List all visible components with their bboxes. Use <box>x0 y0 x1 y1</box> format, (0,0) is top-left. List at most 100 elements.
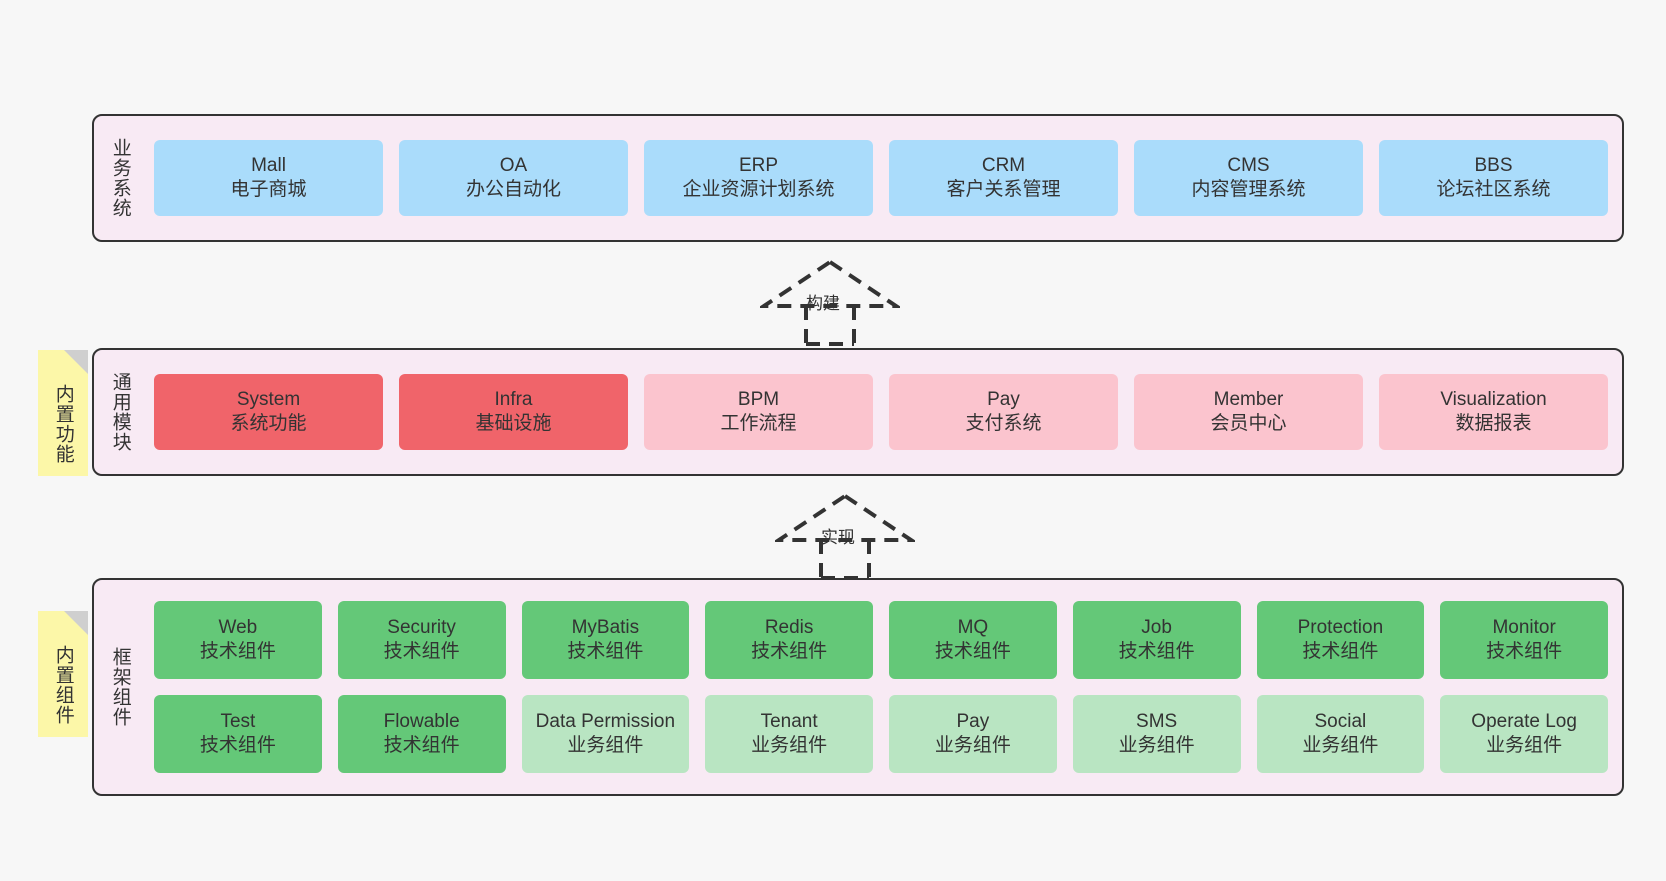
layer-business-systems: 业务系统 Mall 电子商城 OA 办公自动化 ERP 企业资源计划系统 CRM… <box>92 114 1624 242</box>
node-subtitle: 技术组件 <box>751 641 828 662</box>
node-title: Infra <box>494 388 533 410</box>
node-title: System <box>236 388 301 410</box>
layer-framework-components: 框架组件 Web 技术组件 Security 技术组件 MyBatis 技术组件… <box>92 578 1624 796</box>
node-subtitle: 技术组件 <box>934 641 1011 662</box>
node-subtitle: 电子商城 <box>230 179 307 200</box>
layer-title-framework-components: 框架组件 <box>109 647 131 727</box>
node-title: CRM <box>981 154 1026 176</box>
node-title: Pay <box>987 388 1020 410</box>
node-mall[interactable]: Mall 电子商城 <box>154 140 383 216</box>
note-builtin-components: 内置组件 <box>38 611 88 737</box>
node-mq[interactable]: MQ 技术组件 <box>889 601 1057 679</box>
node-title: BPM <box>737 388 780 410</box>
node-subtitle: 业务组件 <box>751 735 828 756</box>
node-sms[interactable]: SMS 业务组件 <box>1072 695 1241 773</box>
node-subtitle: 技术组件 <box>567 641 644 662</box>
node-subtitle: 技术组件 <box>1486 641 1563 662</box>
layer-body-common-modules: System 系统功能 Infra 基础设施 BPM 工作流程 Pay 支付系统… <box>140 350 1622 474</box>
node-title: Test <box>220 710 256 732</box>
layer-title-business-systems: 业务系统 <box>109 138 131 218</box>
node-title: MQ <box>957 616 989 638</box>
node-subtitle: 业务组件 <box>1118 735 1195 756</box>
node-title: Pay <box>956 710 990 732</box>
node-tenant[interactable]: Tenant 业务组件 <box>705 695 873 773</box>
node-subtitle: 论坛社区系统 <box>1436 179 1551 200</box>
cell-row: Web 技术组件 Security 技术组件 MyBatis 技术组件 Redi… <box>154 601 1608 679</box>
node-title: Mall <box>251 154 286 176</box>
node-job[interactable]: Job 技术组件 <box>1072 601 1241 679</box>
node-title: Protection <box>1297 616 1384 638</box>
note-fold-corner <box>64 611 88 635</box>
node-monitor[interactable]: Monitor 技术组件 <box>1440 601 1608 679</box>
node-title: OA <box>499 154 528 176</box>
node-title: Social <box>1314 710 1367 732</box>
node-title: MyBatis <box>571 616 640 638</box>
layer-common-modules: 通用模块 System 系统功能 Infra 基础设施 BPM 工作流程 Pay… <box>92 348 1624 476</box>
node-title: Operate Log <box>1471 710 1577 732</box>
node-title: Tenant <box>760 710 818 732</box>
note-builtin-features: 内置功能 <box>38 350 88 476</box>
node-subtitle: 基础设施 <box>475 413 552 434</box>
node-data-permission[interactable]: Data Permission 业务组件 <box>521 695 690 773</box>
node-operate-log[interactable]: Operate Log 业务组件 <box>1440 695 1608 773</box>
node-subtitle: 业务组件 <box>567 735 644 756</box>
node-social[interactable]: Social 业务组件 <box>1256 695 1425 773</box>
node-bpm[interactable]: BPM 工作流程 <box>644 374 873 450</box>
node-title: Security <box>387 616 456 638</box>
node-cms[interactable]: CMS 内容管理系统 <box>1134 140 1363 216</box>
node-security[interactable]: Security 技术组件 <box>337 601 506 679</box>
cell-row: Mall 电子商城 OA 办公自动化 ERP 企业资源计划系统 CRM 客户关系… <box>154 140 1608 216</box>
node-crm[interactable]: CRM 客户关系管理 <box>889 140 1118 216</box>
node-pay-business[interactable]: Pay 业务组件 <box>889 695 1057 773</box>
node-title: Monitor <box>1492 616 1556 638</box>
note-text: 内置功能 <box>52 384 74 464</box>
node-title: BBS <box>1474 154 1513 176</box>
cell-row: System 系统功能 Infra 基础设施 BPM 工作流程 Pay 支付系统… <box>154 374 1608 450</box>
node-subtitle: 支付系统 <box>965 413 1042 434</box>
layer-body-business-systems: Mall 电子商城 OA 办公自动化 ERP 企业资源计划系统 CRM 客户关系… <box>140 116 1622 240</box>
node-title: Web <box>218 616 258 638</box>
node-bbs[interactable]: BBS 论坛社区系统 <box>1379 140 1608 216</box>
connector-label-build: 构建 <box>806 294 840 313</box>
node-subtitle: 客户关系管理 <box>946 179 1061 200</box>
node-subtitle: 企业资源计划系统 <box>682 179 835 200</box>
node-web[interactable]: Web 技术组件 <box>154 601 322 679</box>
node-subtitle: 技术组件 <box>1118 641 1195 662</box>
node-subtitle: 系统功能 <box>230 413 307 434</box>
node-redis[interactable]: Redis 技术组件 <box>705 601 873 679</box>
node-test[interactable]: Test 技术组件 <box>154 695 322 773</box>
node-title: Member <box>1213 388 1284 410</box>
node-mybatis[interactable]: MyBatis 技术组件 <box>521 601 690 679</box>
layer-body-framework-components: Web 技术组件 Security 技术组件 MyBatis 技术组件 Redi… <box>140 580 1622 794</box>
connector-implement: 实现 <box>772 490 918 580</box>
layer-title-common-modules: 通用模块 <box>109 372 131 452</box>
node-oa[interactable]: OA 办公自动化 <box>399 140 628 216</box>
node-erp[interactable]: ERP 企业资源计划系统 <box>644 140 873 216</box>
note-fold-corner <box>64 350 88 374</box>
node-subtitle: 技术组件 <box>383 735 460 756</box>
connector-label-implement: 实现 <box>821 528 855 547</box>
node-subtitle: 数据报表 <box>1455 413 1532 434</box>
node-subtitle: 内容管理系统 <box>1191 179 1306 200</box>
note-text: 内置组件 <box>52 645 74 725</box>
cell-row: Test 技术组件 Flowable 技术组件 Data Permission … <box>154 695 1608 773</box>
node-protection[interactable]: Protection 技术组件 <box>1256 601 1425 679</box>
node-title: Data Permission <box>535 710 676 732</box>
node-flowable[interactable]: Flowable 技术组件 <box>337 695 506 773</box>
node-pay[interactable]: Pay 支付系统 <box>889 374 1118 450</box>
node-subtitle: 技术组件 <box>383 641 460 662</box>
node-member[interactable]: Member 会员中心 <box>1134 374 1363 450</box>
build-arrow-icon <box>757 259 903 346</box>
node-subtitle: 技术组件 <box>199 735 276 756</box>
node-infra[interactable]: Infra 基础设施 <box>399 374 628 450</box>
node-title: ERP <box>738 154 779 176</box>
node-title: Job <box>1141 616 1172 638</box>
node-system[interactable]: System 系统功能 <box>154 374 383 450</box>
node-subtitle: 技术组件 <box>1302 641 1379 662</box>
node-visualization[interactable]: Visualization 数据报表 <box>1379 374 1608 450</box>
node-title: SMS <box>1136 710 1178 732</box>
node-subtitle: 业务组件 <box>934 735 1011 756</box>
node-subtitle: 工作流程 <box>720 413 797 434</box>
node-subtitle: 技术组件 <box>199 641 276 662</box>
